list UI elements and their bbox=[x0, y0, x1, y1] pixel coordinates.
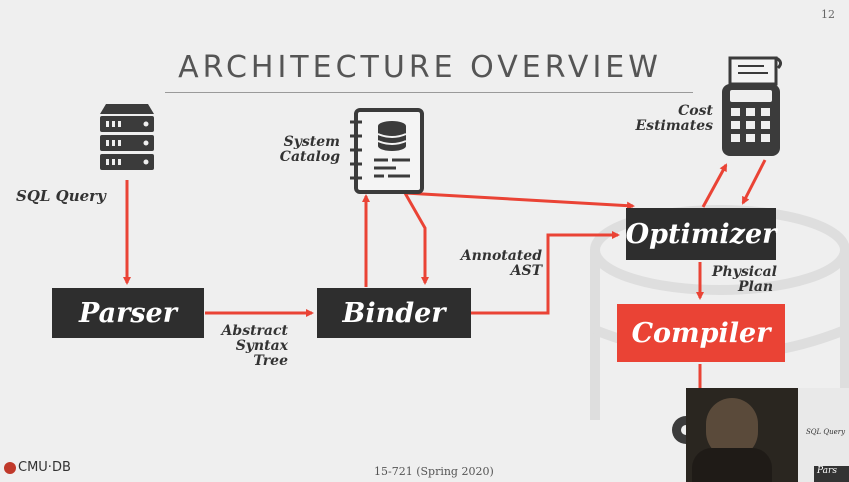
abstract-text: Abstract bbox=[221, 323, 288, 339]
system-text: System bbox=[283, 134, 340, 150]
speaker-body bbox=[692, 448, 772, 482]
calculator-icon bbox=[722, 56, 783, 156]
arrow-cost-to-optimizer bbox=[741, 159, 767, 205]
physical-text: Physical bbox=[712, 264, 777, 280]
optimizer-label: Optimizer bbox=[625, 218, 777, 250]
annotated-text: Annotated bbox=[460, 248, 542, 264]
catalog-notebook-icon bbox=[350, 108, 424, 194]
mini-sql-query-label: SQL Query bbox=[806, 428, 846, 436]
mini-parser-box: Pars bbox=[814, 466, 849, 482]
tree-text: Tree bbox=[253, 353, 288, 369]
abstract-syntax-tree-label: Abstract Syntax Tree bbox=[200, 324, 288, 369]
catalog-text: Catalog bbox=[279, 149, 340, 165]
system-catalog-label: System Catalog bbox=[272, 135, 340, 165]
page-number: 12 bbox=[821, 8, 835, 21]
sql-query-label: SQL Query bbox=[16, 187, 106, 205]
annotated-ast-label: Annotated AST bbox=[455, 249, 542, 279]
logo-text: CMU·DB bbox=[18, 460, 71, 475]
binder-label: Binder bbox=[342, 297, 446, 329]
course-footer: 15-721 (Spring 2020) bbox=[374, 465, 494, 478]
arrow-optimizer-to-cost bbox=[701, 163, 728, 208]
physical-plan-label: Physical Plan bbox=[712, 265, 777, 295]
compiler-box: Compiler bbox=[617, 304, 785, 362]
title-divider bbox=[165, 92, 693, 93]
estimates-text: Estimates bbox=[635, 118, 713, 134]
compiler-label: Compiler bbox=[631, 317, 771, 349]
arrow-catalog-to-binder bbox=[403, 192, 429, 285]
ast-text: AST bbox=[510, 263, 542, 279]
cost-estimates-label: Cost Estimates bbox=[628, 104, 713, 134]
optimizer-box: Optimizer bbox=[626, 208, 776, 260]
slide-title: ARCHITECTURE OVERVIEW bbox=[178, 50, 662, 85]
parser-box: Parser bbox=[52, 288, 204, 338]
cmu-db-logo: CMU·DB bbox=[4, 460, 71, 475]
database-logo-icon bbox=[4, 461, 16, 474]
arrow-catalog-to-optimizer bbox=[404, 191, 635, 210]
parser-label: Parser bbox=[79, 297, 177, 329]
arrow-binder-to-optimizer bbox=[471, 231, 620, 315]
webcam-video-overlay: SQL Query Pars bbox=[686, 388, 849, 482]
plan-text: Plan bbox=[738, 279, 774, 295]
server-icon bbox=[100, 104, 154, 170]
syntax-text: Syntax bbox=[235, 338, 288, 354]
cost-text: Cost bbox=[678, 103, 713, 119]
binder-box: Binder bbox=[317, 288, 471, 338]
